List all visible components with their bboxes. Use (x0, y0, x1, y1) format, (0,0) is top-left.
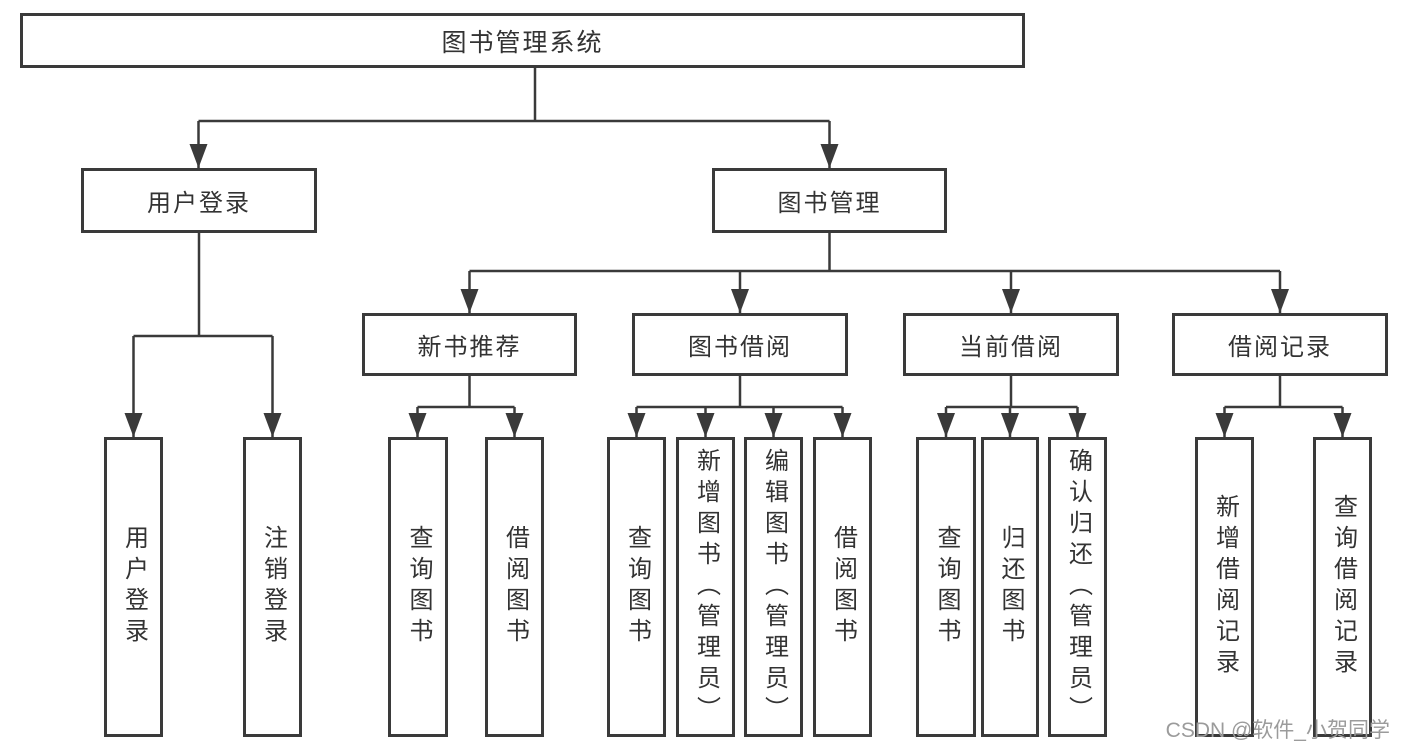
node-new-book-recommendation: 新书推荐 (362, 313, 577, 376)
leaf-label: 编辑图书（管理员） (760, 447, 788, 727)
leaf-add-borrowing-record: 新增借阅记录 (1195, 437, 1254, 737)
node-label: 借阅记录 (1228, 334, 1332, 361)
node-library-management-system: 图书管理系统 (20, 13, 1025, 68)
leaf-label: 查询图书 (933, 525, 960, 649)
leaf-edit-books-admin: 编辑图书（管理员） (744, 437, 803, 737)
leaf-label: 新增图书（管理员） (692, 447, 720, 727)
leaf-search-books-current: 查询图书 (916, 437, 976, 737)
leaf-search-borrowing-record: 查询借阅记录 (1313, 437, 1372, 737)
node-label: 图书管理 (777, 190, 882, 217)
leaf-label: 借阅图书 (501, 525, 529, 649)
node-user-login: 用户登录 (81, 168, 317, 233)
leaf-label: 注销登录 (259, 525, 287, 649)
leaf-logout: 注销登录 (243, 437, 302, 737)
node-book-borrowing: 图书借阅 (632, 313, 848, 376)
leaf-add-books-admin: 新增图书（管理员） (676, 437, 735, 737)
node-label: 图书管理系统 (441, 28, 604, 57)
leaf-borrow-books-recommend: 借阅图书 (485, 437, 544, 737)
leaf-label: 查询借阅记录 (1329, 494, 1357, 680)
leaf-confirm-return-admin: 确认归还（管理员） (1048, 437, 1107, 737)
leaf-label: 查询图书 (623, 525, 651, 649)
node-current-borrowing: 当前借阅 (903, 313, 1119, 376)
leaf-label: 借阅图书 (829, 525, 857, 649)
csdn-watermark: CSDN @软件_小贺同学 (1165, 719, 1390, 742)
leaf-label: 确认归还（管理员） (1064, 447, 1092, 727)
node-label: 用户登录 (147, 190, 251, 217)
leaf-return-books: 归还图书 (981, 437, 1039, 737)
leaf-search-books-recommend: 查询图书 (388, 437, 448, 737)
leaf-user-login: 用户登录 (104, 437, 163, 737)
leaf-label: 归还图书 (997, 525, 1024, 649)
leaf-label: 新增借阅记录 (1211, 494, 1239, 680)
leaf-label: 用户登录 (120, 525, 148, 649)
leaf-borrow-books: 借阅图书 (813, 437, 872, 737)
node-label: 新书推荐 (417, 334, 522, 361)
node-borrowing-records: 借阅记录 (1172, 313, 1388, 376)
node-label: 当前借阅 (959, 334, 1063, 361)
leaf-search-books-borrowing: 查询图书 (607, 437, 666, 737)
node-label: 图书借阅 (688, 334, 792, 361)
node-book-management: 图书管理 (712, 168, 947, 233)
leaf-label: 查询图书 (405, 525, 432, 649)
